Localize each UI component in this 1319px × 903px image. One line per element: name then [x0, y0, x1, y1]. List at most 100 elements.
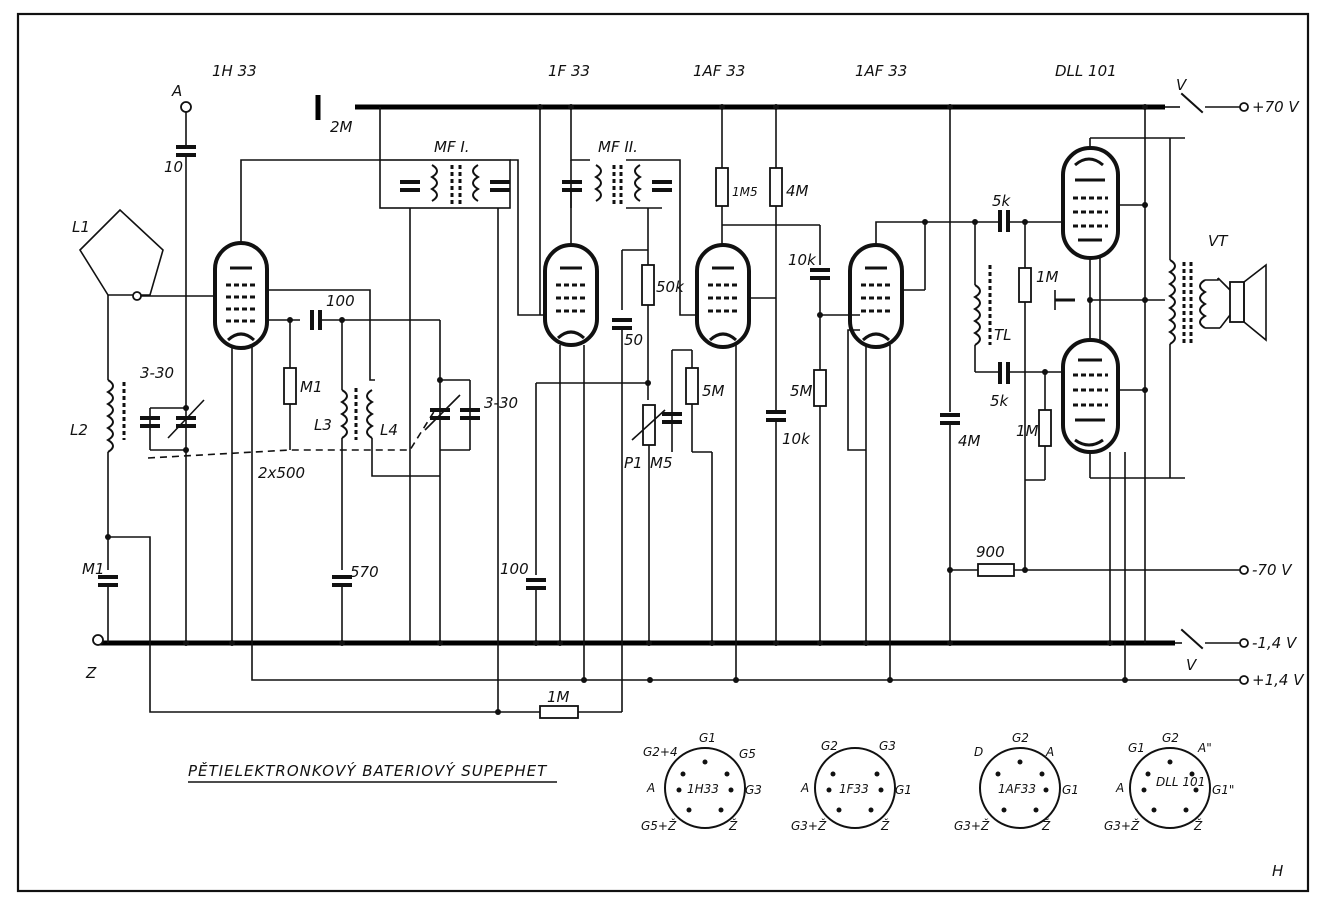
sheet-mark: H — [1272, 862, 1283, 880]
ground-terminal — [92, 634, 104, 646]
pin-l: A — [646, 781, 655, 795]
pin-br: Ž — [728, 818, 738, 833]
pin-r: G1 — [1062, 783, 1079, 797]
label-plus14: +1,4 V — [1252, 671, 1305, 689]
label-c-2m: 2M — [330, 118, 353, 136]
label-switch-bot: V — [1186, 656, 1198, 674]
label-c-ant: 10 — [164, 158, 183, 176]
label-r-1m-bot: 1M — [1016, 422, 1039, 440]
label-c-100-top: 100 — [326, 292, 355, 310]
label-vt: VT — [1208, 232, 1229, 250]
pin-l: A — [1115, 781, 1124, 795]
label-l2: L2 — [70, 421, 88, 439]
label-c-5k-bot: 5k — [990, 392, 1010, 410]
tube-label-5: DLL 101 — [1055, 62, 1117, 80]
label-r-5m-a: 5M — [702, 382, 725, 400]
socket-1af33: 1AF33 G2 D A G1 G3+Ž Ž — [954, 731, 1079, 833]
label-r-4m: 4M — [786, 182, 809, 200]
switch-bottom — [1175, 628, 1249, 650]
pin-br: Ž — [1193, 818, 1203, 833]
label-l4: L4 — [380, 421, 398, 439]
label-c-570: 570 — [350, 563, 379, 581]
trimmer-left — [140, 399, 205, 451]
pin-tr: A — [1045, 745, 1054, 759]
switch-top — [1165, 92, 1249, 114]
label-l1: L1 — [72, 218, 90, 236]
tube-label-3: 1AF 33 — [693, 62, 745, 80]
pin-tr: A" — [1197, 741, 1212, 755]
label-r-900: 900 — [976, 543, 1005, 561]
pin-tl: G2+4 — [643, 745, 678, 759]
tube-label-2: 1F 33 — [548, 62, 590, 80]
pin-tr: G3 — [879, 739, 896, 753]
label-gang: 2x500 — [258, 464, 305, 482]
pin-tl: G2 — [821, 739, 838, 753]
pin-bl: G3+Ž — [791, 818, 827, 833]
speaker-icon — [1217, 263, 1267, 342]
pin-bl: G5+Ž — [641, 818, 677, 833]
label-minus14: -1,4 V — [1252, 634, 1298, 652]
diagram-title: PĚTIELEKTRONKOVÝ BATERIOVÝ SUPEPHET — [188, 761, 548, 780]
pin-r: G1 — [895, 783, 912, 797]
pin-r: G1" — [1212, 783, 1234, 797]
pin-r: G3 — [745, 783, 762, 797]
socket-dll101: DLL 101 G2 G1 A" A G1" G3+Ž Ž — [1104, 731, 1234, 833]
pin-top: G2 — [1012, 731, 1029, 745]
junction-dots — [183, 104, 1148, 683]
label-c-4m: 4M — [958, 432, 981, 450]
label-ground: Z — [85, 664, 97, 682]
pin-tr: G5 — [739, 747, 756, 761]
label-c-100-mid: 100 — [500, 560, 529, 578]
tube-1f33 — [526, 107, 650, 680]
plus70-rail — [315, 95, 1165, 120]
resistor-1m-bottom — [495, 643, 579, 719]
label-plus70: +70 V — [1252, 98, 1300, 116]
label-antenna: A — [171, 82, 182, 100]
bias-resistor-900 — [950, 563, 1240, 577]
pin-bl: G3+Ž — [954, 818, 990, 833]
tube-1af33-a — [695, 107, 830, 680]
coil-l2 — [98, 379, 126, 643]
filament-rail — [251, 345, 1240, 681]
label-tl: TL — [994, 326, 1012, 344]
label-r-m1: M1 — [300, 378, 323, 396]
label-minus70: -70 V — [1252, 561, 1293, 579]
tube-label-4: 1AF 33 — [855, 62, 907, 80]
pin-tl: G1 — [1128, 741, 1145, 755]
label-c-10k-b: 10k — [782, 430, 811, 448]
label-switch-top: V — [1176, 76, 1188, 94]
label-r-1m-top: 1M — [1036, 268, 1059, 286]
label-c-50: 50 — [624, 331, 643, 349]
oscillator-section — [283, 310, 480, 643]
socket-1f33: 1F33 G2 G3 A G1 G3+Ž Ž — [791, 739, 912, 833]
tube-1h33 — [213, 107, 381, 643]
gang-dash — [147, 409, 436, 459]
terminal-minus70 — [1239, 565, 1249, 575]
volume-pot — [631, 349, 713, 643]
label-c-10k-a: 10k — [788, 251, 817, 269]
label-r-5m-b: 5M — [790, 382, 813, 400]
label-c-5k-top: 5k — [992, 192, 1012, 210]
pin-l: A — [800, 781, 809, 795]
antenna-input — [176, 101, 196, 643]
label-mf1: MF I. — [434, 138, 470, 156]
label-r-50k: 50k — [656, 278, 685, 296]
socket-label: 1F33 — [839, 782, 869, 796]
pin-tl: D — [974, 745, 983, 759]
label-r-1m5: 1M5 — [732, 185, 758, 199]
pin-top: G2 — [1162, 731, 1179, 745]
output-transformer — [1168, 138, 1220, 478]
tube-label-1: 1H 33 — [212, 62, 257, 80]
label-trim-left: 3-30 — [140, 364, 174, 382]
socket-1h33: 1H33 G1 G2+4 G5 A G3 G5+Ž Ž — [641, 731, 762, 833]
pin-br: Ž — [1041, 818, 1051, 833]
pin-bl: G3+Ž — [1104, 818, 1140, 833]
label-c-m1: M1 — [82, 560, 105, 578]
sheet-frame — [16, 12, 1310, 893]
socket-label: 1H33 — [687, 782, 719, 796]
if-transformer-1 — [379, 159, 548, 643]
tube-1af33-b — [813, 221, 1000, 680]
label-mf2: MF II. — [598, 138, 638, 156]
